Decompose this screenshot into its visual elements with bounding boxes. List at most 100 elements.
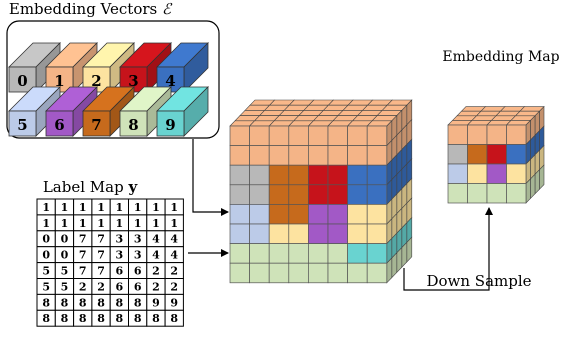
label-map-title: Label Map y: [43, 178, 139, 196]
label-map-cell: 8: [42, 312, 50, 325]
label-map-cell: 8: [152, 312, 160, 325]
label-map-cell: 8: [116, 312, 124, 325]
embedding-vector-id: 9: [165, 116, 175, 134]
label-map-cell: 0: [42, 233, 50, 246]
label-map-cell: 6: [134, 280, 142, 293]
cube-cell-6: [308, 204, 329, 225]
cube-cell-6: [308, 223, 329, 244]
label-map-cell: 8: [61, 296, 69, 309]
cube-cell-0: [229, 164, 250, 186]
embedding-vector-id: 2: [91, 72, 101, 90]
embedding-vector-id: 8: [128, 116, 138, 134]
cube-cell-8: [249, 243, 270, 264]
embedding-vector-id: 0: [17, 72, 27, 90]
label-map-cell: 8: [170, 312, 178, 325]
embedding-vector-id: 7: [91, 116, 101, 134]
cube-cell-8: [249, 262, 270, 284]
embedding-vector-id: 3: [128, 72, 138, 90]
cube-cell-2: [366, 204, 388, 225]
cube-cell-5: [447, 163, 468, 184]
cube-cell-7: [268, 204, 290, 225]
cube-cell-1: [229, 125, 250, 146]
cube-cell-1: [327, 125, 348, 146]
cube-cell-6: [327, 223, 348, 244]
label-map-cell: 9: [170, 296, 178, 309]
label-map-cell: 9: [152, 296, 160, 309]
cube-cell-1: [467, 124, 488, 145]
cube-cell-1: [249, 125, 270, 146]
label-map-cell: 4: [152, 249, 160, 262]
label-map-cell: 1: [79, 201, 87, 214]
cube-cell-2: [268, 223, 290, 244]
cube-cell-0: [249, 164, 270, 186]
cube-cell-7: [467, 144, 488, 165]
embedding-vector-id: 5: [17, 116, 27, 134]
label-map-cell: 8: [42, 296, 50, 309]
label-map-cell: 3: [116, 249, 124, 262]
embedding-vector-id: 4: [165, 72, 175, 90]
cube-cell-8: [327, 243, 348, 264]
cube-cell-1: [486, 124, 507, 145]
label-map-cell: 8: [134, 312, 142, 325]
label-map-cell: 7: [79, 249, 87, 262]
embedding-vectors-frame: [6, 20, 220, 139]
cube-cell-8: [366, 262, 388, 284]
cube-cell-1: [366, 125, 388, 146]
label-map-cell: 7: [97, 265, 105, 278]
cube-cell-4: [347, 164, 368, 186]
cube-cell-9: [347, 243, 368, 264]
label-map-cell: 2: [97, 280, 105, 293]
cube-cell-2: [467, 163, 488, 184]
label-map-cell: 1: [61, 201, 69, 214]
cube-cell-7: [288, 204, 309, 225]
cube-cell-0: [447, 144, 468, 165]
label-map-cell: 5: [61, 265, 69, 278]
cube-cell-1: [249, 145, 270, 166]
cube-cell-8: [229, 243, 250, 264]
panel-to-cube-arrow: [192, 139, 229, 216]
cube-cell-4: [366, 184, 388, 205]
cube-cell-7: [268, 164, 290, 186]
cube-cell-1: [308, 145, 329, 166]
cube-cell-5: [249, 223, 270, 244]
cube-cell-3: [486, 144, 507, 165]
cube-cell-3: [308, 164, 329, 186]
cube-cell-7: [288, 164, 309, 186]
label-map-cell: 1: [152, 217, 160, 230]
cube-cell-1: [268, 145, 290, 166]
label-map-cell: 1: [61, 217, 69, 230]
cube-cell-2: [347, 204, 368, 225]
cube-cell-2: [288, 223, 309, 244]
cube-cell-2: [347, 223, 368, 244]
label-map-cell: 1: [42, 217, 50, 230]
cube-cell-8: [506, 183, 527, 204]
label-map-cell: 3: [134, 233, 142, 246]
cube-cell-5: [229, 204, 250, 225]
cube-cell-3: [327, 184, 348, 205]
label-map-cell: 8: [79, 312, 87, 325]
cube-cell-8: [447, 183, 468, 204]
label-map-cell: 2: [152, 280, 160, 293]
label-map-cell: 4: [152, 233, 160, 246]
label-map-cell: 1: [116, 217, 124, 230]
embedding-map: Embedding Map: [442, 49, 560, 204]
cube-cell-3: [308, 184, 329, 205]
cube-cell-2: [366, 223, 388, 244]
label-map-cell: 1: [79, 217, 87, 230]
cube-cell-1: [347, 125, 368, 146]
label-map-cell: 1: [42, 201, 50, 214]
big-embedding-cube: [229, 99, 413, 284]
label-map-cell: 7: [97, 249, 105, 262]
label-map-cell: 5: [42, 280, 50, 293]
cube-cell-1: [288, 125, 309, 146]
label-map-cell: 8: [134, 296, 142, 309]
cube-cell-1: [447, 124, 468, 145]
embedding-map-title: Embedding Map: [442, 49, 559, 65]
label-map-cell: 3: [116, 233, 124, 246]
label-map-cell: 6: [116, 280, 124, 293]
cube-cell-8: [486, 183, 507, 204]
label-map-cell: 8: [97, 296, 105, 309]
